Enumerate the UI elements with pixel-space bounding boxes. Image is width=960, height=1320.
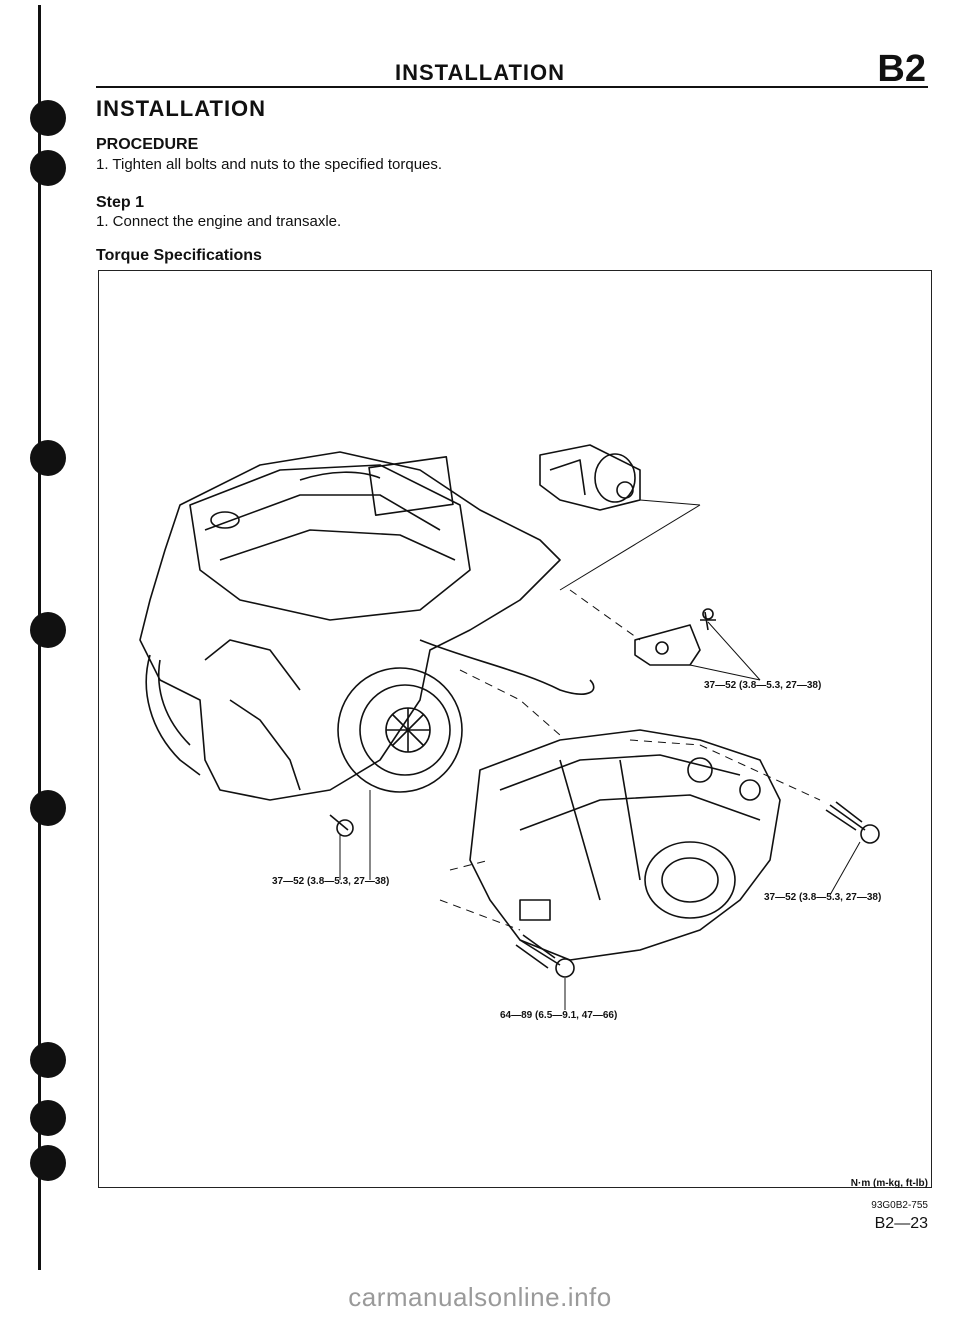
torque-specs-heading: Torque Specifications: [96, 247, 262, 264]
torque-label-transaxle: 37—52 (3.8—5.3, 27—38): [764, 892, 882, 903]
binder-hole: [30, 440, 66, 476]
torque-label-engine: 37—52 (3.8—5.3, 27—38): [272, 876, 390, 887]
transaxle-case: [469, 729, 781, 961]
engine-mount-bracket: [634, 611, 716, 666]
bolt-mount-top: [702, 608, 714, 620]
bolt-bottom-transaxle: [515, 934, 575, 978]
binder-hole: [30, 1042, 66, 1078]
binder-hole: [30, 790, 66, 826]
section-code: B2: [877, 48, 926, 90]
binder-hole: [30, 1100, 66, 1136]
engine-block: [139, 451, 561, 801]
unit-note: N·m (m-kg, ft-lb): [850, 1178, 928, 1189]
radiator-hose: [145, 654, 201, 776]
torque-label-bottom: 64—89 (6.5—9.1, 47—66): [500, 1010, 618, 1021]
step-item: 1. Connect the engine and transaxle.: [96, 213, 342, 230]
binder-hole: [30, 100, 66, 136]
watermark: carmanualsonline.info: [348, 1282, 612, 1312]
figure-code: 93G0B2-755: [871, 1200, 928, 1211]
step-heading: Step 1: [96, 194, 145, 211]
binder-hole: [30, 612, 66, 648]
starter-motor: [539, 444, 641, 511]
page-header-title: INSTALLATION: [394, 60, 566, 85]
figure-frame: [98, 270, 932, 1188]
torque-label-mount: 37—52 (3.8—5.3, 27—38): [704, 680, 822, 691]
binder-hole: [30, 1145, 66, 1181]
header-divider: [96, 86, 928, 88]
bolt-right-transaxle: [825, 801, 880, 844]
procedure-item: 1. Tighten all bolts and nuts to the spe…: [96, 156, 443, 173]
section-title: INSTALLATION: [96, 96, 267, 121]
valve-cover: [189, 464, 471, 621]
page-number: B2—23: [874, 1215, 928, 1232]
binder-hole: [30, 150, 66, 186]
flywheel: [337, 667, 463, 793]
procedure-heading: PROCEDURE: [96, 136, 199, 153]
bolt-lower-engine: [329, 814, 354, 837]
